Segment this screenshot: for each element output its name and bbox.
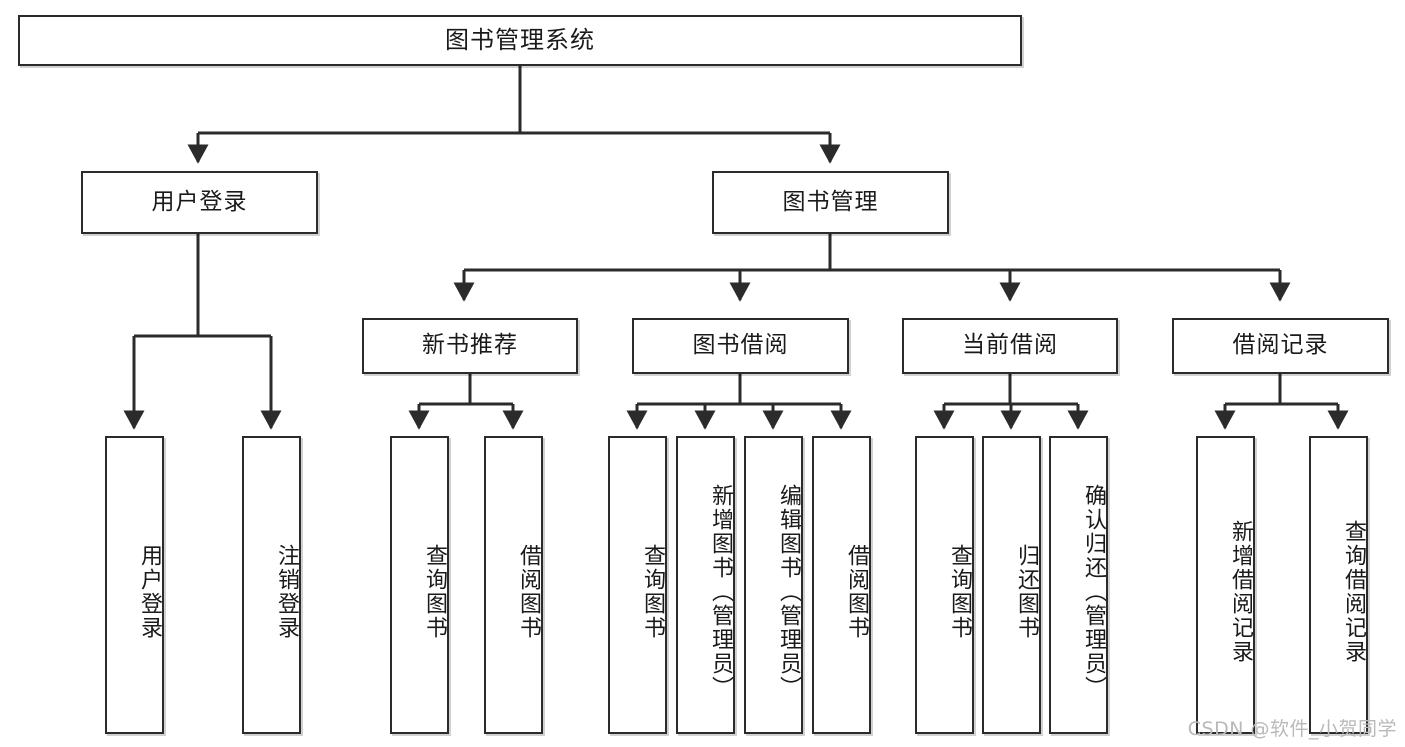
node-leaf-add-record-label: 新增借阅记录 [1228,520,1253,664]
node-book-borrow[interactable]: 图书借阅 [632,318,849,374]
node-root[interactable]: 图书管理系统 [18,15,1022,66]
node-book-manage-label: 图书管理 [782,188,879,215]
node-leaf-query-book-3-label: 查询图书 [947,544,972,640]
node-leaf-query-book-1[interactable]: 查询图书 [390,436,449,734]
node-leaf-return-book-label: 归还图书 [1014,544,1039,640]
node-leaf-query-book-3[interactable]: 查询图书 [915,436,974,734]
node-leaf-borrow-book-1-label: 借阅图书 [516,544,541,640]
node-root-label: 图书管理系统 [445,26,595,55]
node-borrow-record-label: 借阅记录 [1232,332,1329,359]
node-book-borrow-label: 图书借阅 [692,332,789,359]
node-book-manage[interactable]: 图书管理 [712,171,949,234]
node-user-login[interactable]: 用户登录 [81,171,318,234]
node-leaf-user-login[interactable]: 用户登录 [105,436,164,734]
node-leaf-user-logout[interactable]: 注销登录 [242,436,301,734]
node-current-borrow[interactable]: 当前借阅 [902,318,1118,374]
node-leaf-query-record-label: 查询借阅记录 [1341,520,1366,664]
node-leaf-user-logout-label: 注销登录 [274,544,299,640]
node-leaf-query-book-2-label: 查询图书 [640,544,665,640]
node-new-book-rec[interactable]: 新书推荐 [362,318,578,374]
node-leaf-query-book-1-label: 查询图书 [422,544,447,640]
node-new-book-rec-label: 新书推荐 [422,332,518,359]
node-leaf-query-record[interactable]: 查询借阅记录 [1309,436,1368,734]
node-leaf-add-book-label: 新增图书（管理员） [708,484,733,700]
csdn-watermark: CSDN @软件_小贺同学 [1187,718,1397,740]
node-leaf-return-book[interactable]: 归还图书 [982,436,1041,734]
node-leaf-add-book[interactable]: 新增图书（管理员） [676,436,735,734]
node-user-login-label: 用户登录 [151,188,248,215]
node-leaf-edit-book[interactable]: 编辑图书（管理员） [744,436,803,734]
node-borrow-record[interactable]: 借阅记录 [1172,318,1389,374]
node-leaf-confirm-return[interactable]: 确认归还（管理员） [1049,436,1108,734]
node-leaf-borrow-book-2-label: 借阅图书 [844,544,869,640]
node-leaf-query-book-2[interactable]: 查询图书 [608,436,667,734]
node-current-borrow-label: 当前借阅 [962,332,1058,359]
node-leaf-user-login-label: 用户登录 [137,544,162,640]
node-leaf-borrow-book-2[interactable]: 借阅图书 [812,436,871,734]
node-leaf-confirm-return-label: 确认归还（管理员） [1081,484,1106,700]
node-leaf-add-record[interactable]: 新增借阅记录 [1196,436,1255,734]
node-leaf-edit-book-label: 编辑图书（管理员） [776,484,801,700]
node-leaf-borrow-book-1[interactable]: 借阅图书 [484,436,543,734]
